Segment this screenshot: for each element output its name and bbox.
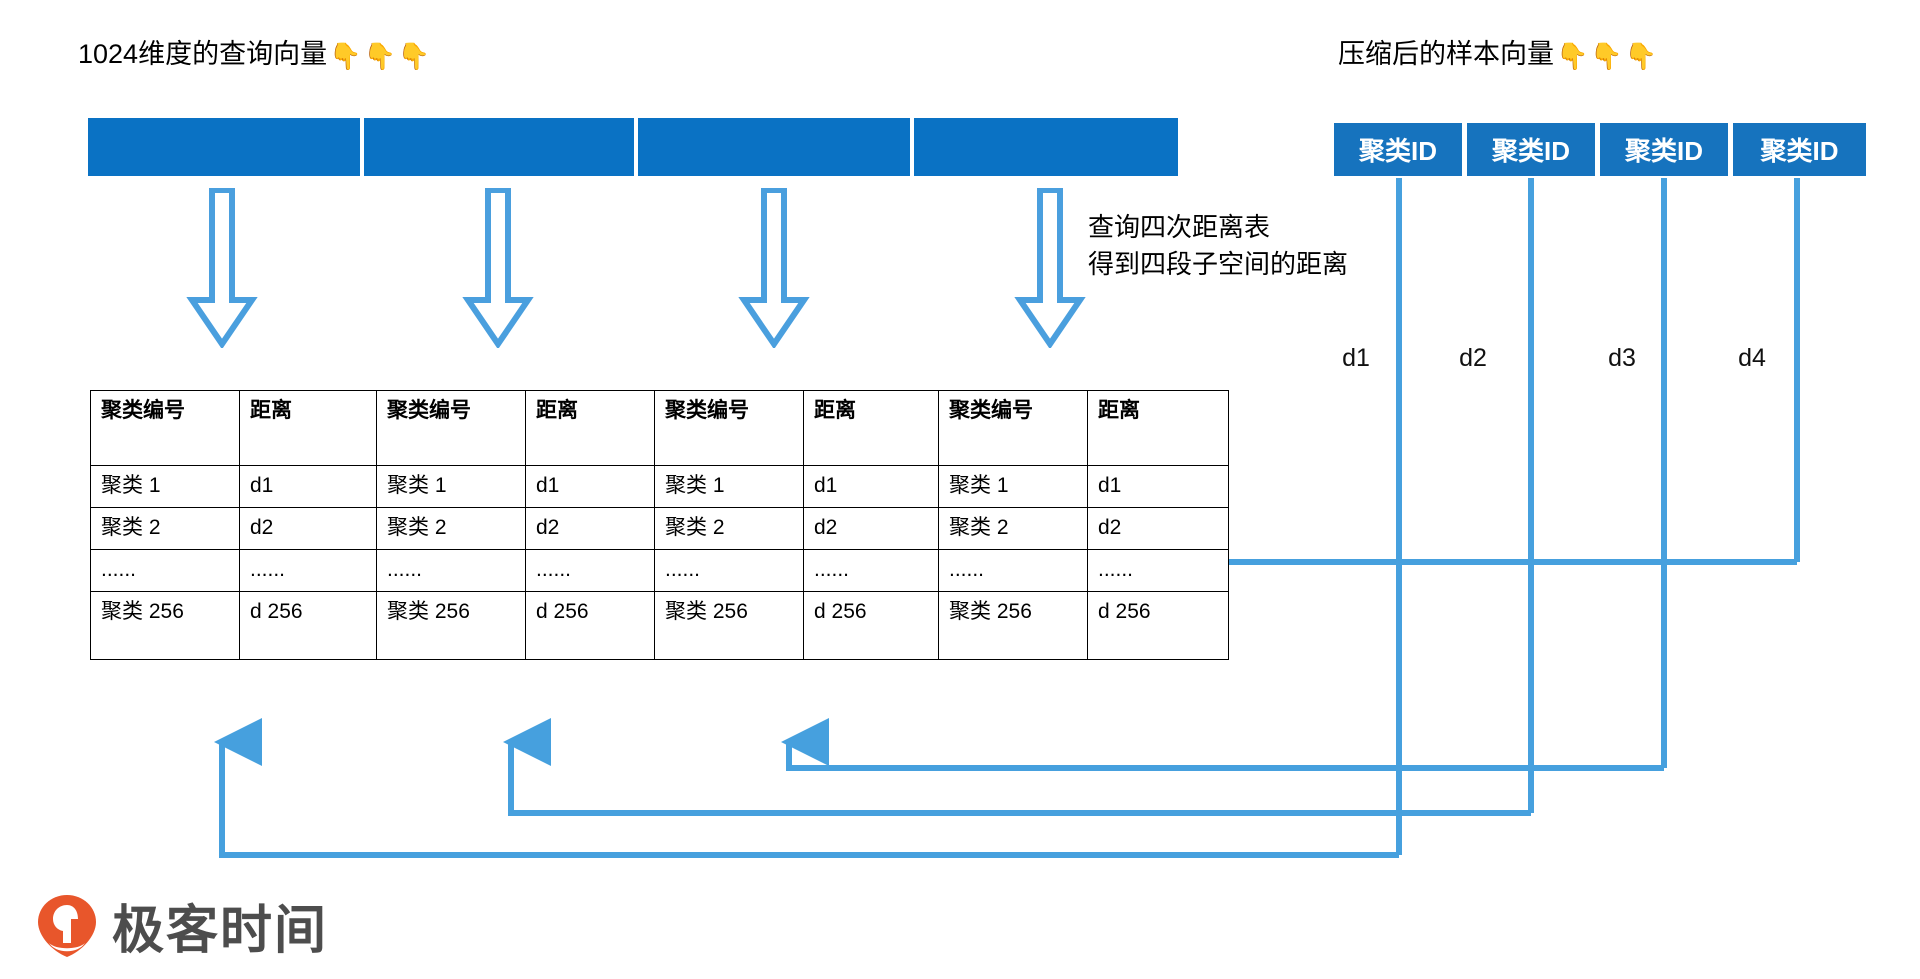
query-vector-segment-4 (914, 118, 1178, 176)
table-3-r1-c1: 聚类 1 (654, 465, 804, 508)
compressed-vector-title-text: 压缩后的样本向量 (1338, 39, 1554, 69)
table-1-r2-c1: 聚类 2 (90, 507, 240, 550)
table-4-r2-c1: 聚类 2 (938, 507, 1088, 550)
table-row: 聚类 2 d2 (938, 507, 1229, 550)
brand-logo-text: 极客时间 (112, 902, 329, 960)
cluster-id-box-4-label: 聚类ID (1760, 136, 1839, 166)
table-4-r4-c1: 聚类 256 (938, 591, 1088, 660)
table-3-r3-c1: ...... (654, 549, 804, 592)
table-3-header-distance: 距离 (803, 390, 945, 466)
table-1-header-distance: 距离 (239, 390, 381, 466)
table-3-header-cluster: 聚类编号 (654, 390, 804, 466)
table-row: 聚类 256 d 256 (654, 591, 945, 660)
table-2-header-cluster: 聚类编号 (376, 390, 526, 466)
cluster-id-box-1: 聚类ID (1333, 122, 1463, 177)
table-4-header-distance: 距离 (1087, 390, 1229, 466)
table-1-r4-c1: 聚类 256 (90, 591, 240, 660)
table-row: 聚类 256 d 256 (938, 591, 1229, 660)
distance-table-4: 聚类编号 距离 聚类 1 d1 聚类 2 d2 ...... ...... 聚类… (938, 390, 1229, 660)
connector-box2-to-table2 (503, 718, 1531, 816)
distance-table-1: 聚类编号 距离 聚类 1 d1 聚类 2 d2 ...... ...... 聚类… (90, 390, 381, 660)
cluster-id-box-1-label: 聚类ID (1358, 136, 1437, 166)
query-vector-title-text: 1024维度的查询向量 (78, 39, 328, 69)
query-vector-segment-1 (88, 118, 360, 176)
table-2-r2-c2: d2 (525, 507, 667, 550)
table-3-r2-c2: d2 (803, 507, 945, 550)
table-3-r3-c2: ...... (803, 549, 945, 592)
table-row: 聚类 256 d 256 (90, 591, 381, 660)
table-4-r3-c2: ...... (1087, 549, 1229, 592)
table-header-row: 聚类编号 距离 (90, 390, 381, 466)
distance-label-d4: d4 (1738, 344, 1766, 372)
table-1-r1-c2: d1 (239, 465, 381, 508)
table-2-r3-c2: ...... (525, 549, 667, 592)
table-4-r4-c2: d 256 (1087, 591, 1229, 660)
distance-label-d2: d2 (1459, 344, 1487, 372)
table-row: 聚类 1 d1 (90, 465, 381, 508)
table-1-r4-c2: d 256 (239, 591, 381, 660)
down-block-arrow-1 (186, 188, 258, 348)
table-row: ...... ...... (938, 549, 1229, 592)
table-1-r1-c1: 聚类 1 (90, 465, 240, 508)
table-4-header-cluster: 聚类编号 (938, 390, 1088, 466)
distance-table-2: 聚类编号 距离 聚类 1 d1 聚类 2 d2 ...... ...... 聚类… (376, 390, 667, 660)
table-2-r1-c2: d1 (525, 465, 667, 508)
table-row: ...... ...... (654, 549, 945, 592)
table-2-r4-c1: 聚类 256 (376, 591, 526, 660)
table-header-row: 聚类编号 距离 (654, 390, 945, 466)
table-row: ...... ...... (376, 549, 667, 592)
cluster-id-box-3-label: 聚类ID (1624, 136, 1703, 166)
annotation-line-1: 查询四次距离表 (1088, 212, 1271, 242)
table-1-r2-c2: d2 (239, 507, 381, 550)
pointing-down-icon-group-left: 👇👇👇 (329, 41, 433, 71)
table-3-r2-c1: 聚类 2 (654, 507, 804, 550)
table-2-r3-c1: ...... (376, 549, 526, 592)
down-block-arrow-2 (462, 188, 534, 348)
down-block-arrow-3 (738, 188, 810, 348)
table-header-row: 聚类编号 距离 (376, 390, 667, 466)
table-row: ...... ...... (90, 549, 381, 592)
connector-box3-to-table3 (781, 718, 1664, 771)
table-3-r4-c1: 聚类 256 (654, 591, 804, 660)
table-2-r1-c1: 聚类 1 (376, 465, 526, 508)
query-vector-segment-3 (638, 118, 910, 176)
table-4-r1-c1: 聚类 1 (938, 465, 1088, 508)
table-4-r1-c2: d1 (1087, 465, 1229, 508)
table-1-r3-c1: ...... (90, 549, 240, 592)
table-3-r1-c2: d1 (803, 465, 945, 508)
annotation-line-2: 得到四段子空间的距离 (1088, 249, 1349, 279)
table-4-r2-c2: d2 (1087, 507, 1229, 550)
distance-table-3: 聚类编号 距离 聚类 1 d1 聚类 2 d2 ...... ...... 聚类… (654, 390, 945, 660)
down-block-arrow-4 (1014, 188, 1086, 348)
table-row: 聚类 1 d1 (938, 465, 1229, 508)
table-row: 聚类 1 d1 (654, 465, 945, 508)
table-row: 聚类 1 d1 (376, 465, 667, 508)
cluster-id-box-2-label: 聚类ID (1491, 136, 1570, 166)
connector-box1-to-table1 (214, 718, 1399, 858)
table-row: 聚类 256 d 256 (376, 591, 667, 660)
table-row: 聚类 2 d2 (654, 507, 945, 550)
table-4-r3-c1: ...... (938, 549, 1088, 592)
table-2-r4-c2: d 256 (525, 591, 667, 660)
geek-time-logo-mark (38, 894, 96, 957)
query-vector-segment-2 (364, 118, 634, 176)
table-2-r2-c1: 聚类 2 (376, 507, 526, 550)
table-header-row: 聚类编号 距离 (938, 390, 1229, 466)
pointing-down-icon-group-right: 👇👇👇 (1556, 41, 1660, 71)
cluster-id-box-3: 聚类ID (1599, 122, 1729, 177)
query-vector-title: 1024维度的查询向量👇👇👇 (78, 38, 432, 72)
distance-label-d1: d1 (1342, 344, 1370, 372)
cluster-id-box-2: 聚类ID (1466, 122, 1596, 177)
table-2-header-distance: 距离 (525, 390, 667, 466)
table-row: 聚类 2 d2 (90, 507, 381, 550)
table-1-r3-c2: ...... (239, 549, 381, 592)
table-3-r4-c2: d 256 (803, 591, 945, 660)
compressed-vector-title: 压缩后的样本向量👇👇👇 (1338, 38, 1659, 72)
table-1-header-cluster: 聚类编号 (90, 390, 240, 466)
table-row: 聚类 2 d2 (376, 507, 667, 550)
brand-logo: 极客时间 (36, 888, 328, 963)
cluster-id-box-4: 聚类ID (1732, 122, 1867, 177)
distance-label-d3: d3 (1608, 344, 1636, 372)
